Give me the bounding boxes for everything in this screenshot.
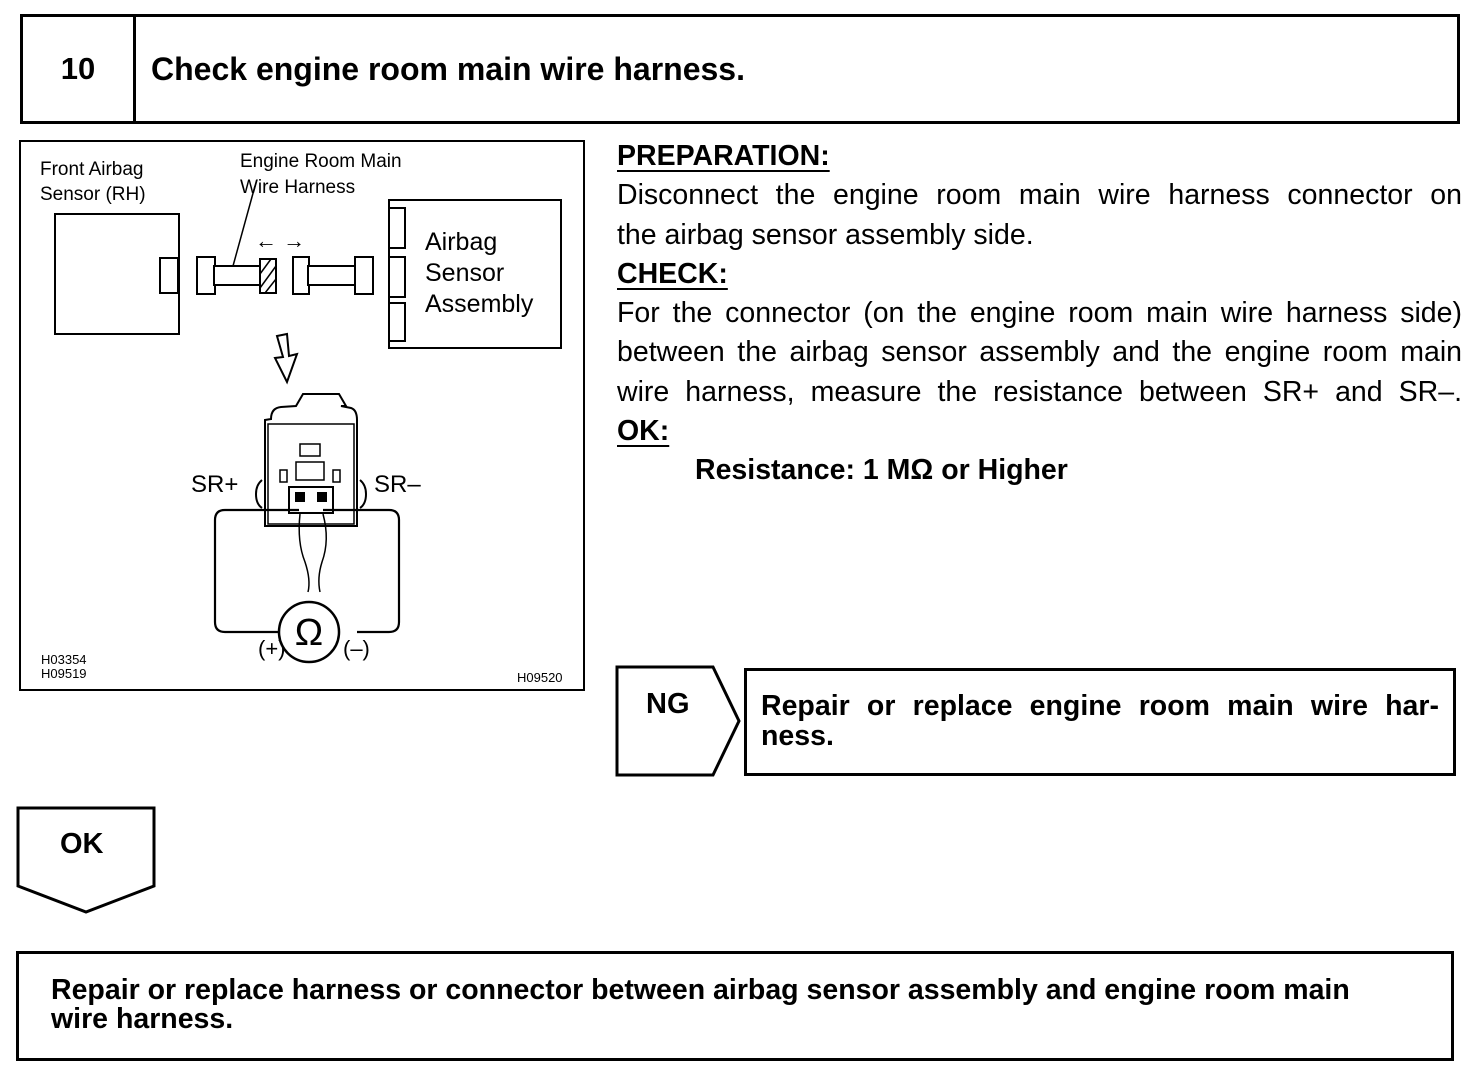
ok-label: OK: [60, 828, 104, 860]
step-number: 10: [23, 17, 136, 121]
down-arrow-icon: [273, 332, 299, 385]
preparation-heading: PREPARATION:: [617, 140, 830, 172]
ng-label: NG: [646, 688, 690, 720]
connector-diagram: Front Airbag Sensor (RH) Engine Room Mai…: [40, 151, 563, 685]
final-result-box: Repair or replace harness or connector b…: [16, 951, 1454, 1061]
step-header: 10 Check engine room main wire harness.: [20, 14, 1460, 124]
check-line-1: For the connector (on the engine room ma…: [617, 297, 1462, 330]
ng-result-line-1: Repair or replace engine room main wire …: [761, 690, 1439, 722]
check-line-3: wire harness, measure the resistance bet…: [617, 375, 1462, 408]
meter-plus-label: (+): [258, 636, 286, 661]
ok-spec: Resistance: 1 MΩ or Higher: [695, 454, 1068, 487]
check-line-2: between the airbag sensor assembly and t…: [617, 336, 1462, 369]
meter-minus-label: (–): [343, 636, 370, 661]
ohmmeter-icon: [277, 600, 341, 664]
ng-result-line-2: ness.: [761, 720, 834, 752]
airbag-assembly-label: Airbag Sensor Assembly: [425, 228, 534, 318]
ng-result-box: Repair or replace engine room main wire …: [744, 668, 1456, 776]
harness-label: Engine Room Main Wire Harness: [240, 151, 407, 198]
test-lead-loop: [213, 508, 401, 634]
wiring-illustration: Front Airbag Sensor (RH) Engine Room Mai…: [19, 140, 585, 691]
preparation-line-1: Disconnect the engine room main wire har…: [617, 179, 1462, 212]
final-result-line-1: Repair or replace harness or connector b…: [51, 974, 1350, 1006]
step-title: Check engine room main wire harness.: [151, 50, 745, 87]
front-sensor-label: Front Airbag Sensor (RH): [40, 159, 149, 205]
instructions: PREPARATION: Disconnect the engine room …: [617, 137, 1462, 491]
harness-wire-left: [213, 265, 261, 286]
figure-code-left: H03354 H09519: [41, 652, 90, 681]
harness-connector-right-b: [354, 256, 374, 295]
harness-connector-left: [196, 256, 216, 295]
ng-arrow-tag: [615, 665, 741, 777]
ok-heading: OK:: [617, 415, 670, 448]
front-sensor-terminal: [159, 257, 179, 294]
harness-leader-line: [232, 185, 256, 267]
check-heading: CHECK:: [617, 257, 728, 290]
harness-connector-right-a: [292, 256, 310, 295]
harness-wire-right: [307, 265, 357, 286]
preparation-line-2: the airbag sensor assembly side.: [617, 218, 1034, 251]
sr-plus-label: SR+: [191, 471, 238, 498]
disconnect-arrows: ← →: [255, 228, 305, 253]
figure-code-right: H09520: [517, 670, 563, 685]
final-result-line-2: wire harness.: [51, 1003, 234, 1035]
sr-minus-label: SR–: [374, 471, 421, 498]
ok-arrow-tag: [16, 806, 156, 914]
ohm-symbol: Ω: [295, 612, 323, 654]
